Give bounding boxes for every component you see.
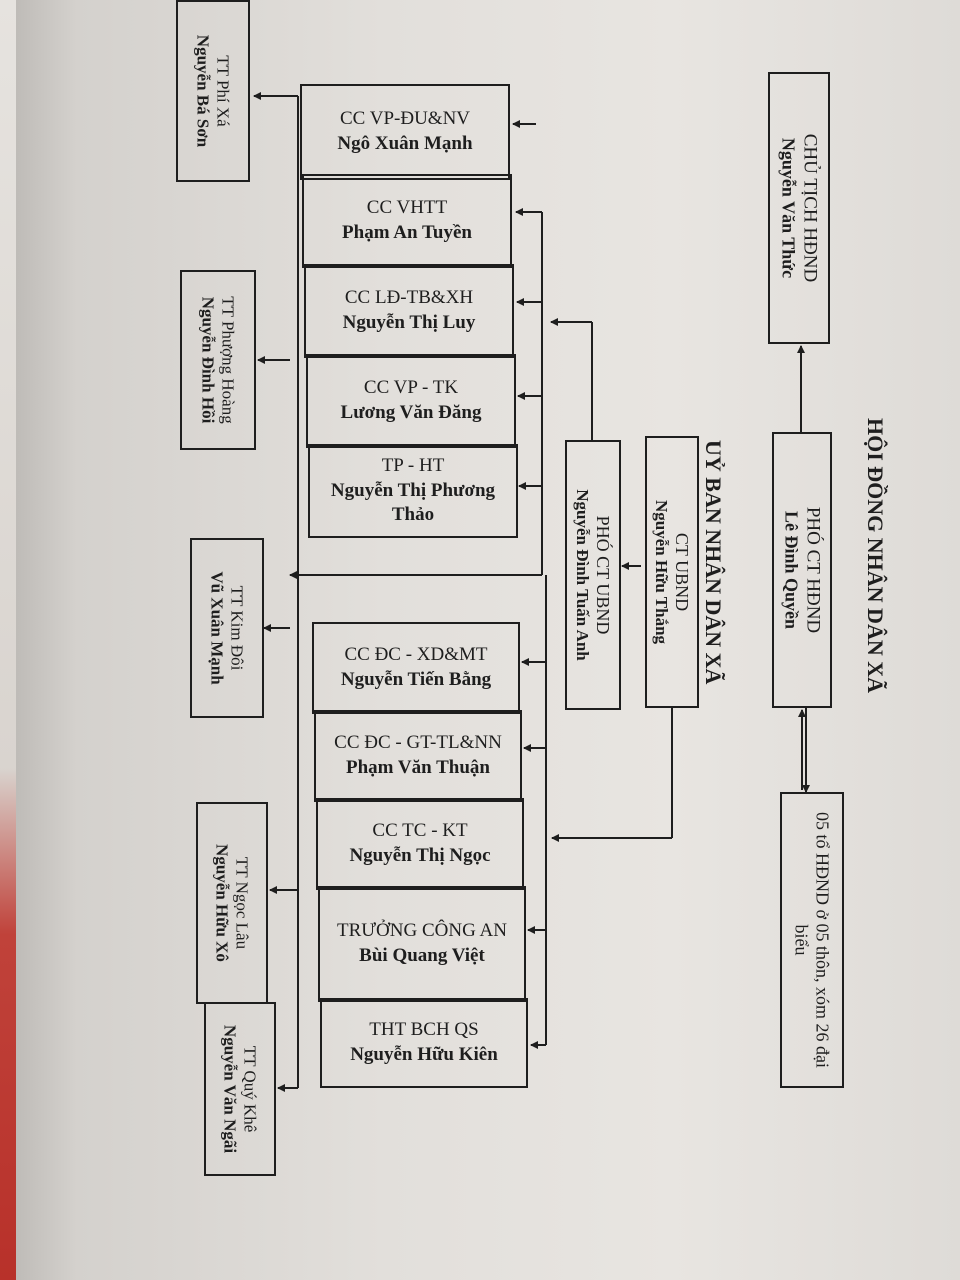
village-name: Nguyễn Bá Sơn xyxy=(194,34,213,148)
committee-heading: UỶ BAN NHÂN DÂN XÃ xyxy=(701,440,726,685)
official-name: Bùi Quang Việt xyxy=(359,945,485,966)
committee-vice-chairman-box: PHÓ CT UBND Nguyễn Đình Tuấn Anh xyxy=(565,440,621,710)
council-chairman-name: Nguyễn Văn Thức xyxy=(778,137,799,279)
page-edge xyxy=(0,0,16,1280)
village-name: Nguyễn Văn Ngãi xyxy=(221,1024,240,1154)
official-title: TP - HT xyxy=(381,454,445,476)
official-name: Nguyễn Thị Ngọc xyxy=(349,845,491,866)
official-title: CC ĐC - GT-TL&NN xyxy=(334,732,502,754)
official-card: CC LĐ-TB&XH Nguyễn Thị Luy xyxy=(304,264,514,358)
official-card: CC VP-ĐU&NV Ngô Xuân Mạnh xyxy=(300,84,510,180)
official-title: CC VHTT xyxy=(366,197,448,219)
council-vice-chairman-box: PHÓ CT HĐND Lê Đình Quyền xyxy=(772,432,832,708)
official-title: THT BCH QS xyxy=(369,1019,479,1041)
council-groups-text: 05 tổ HĐND ở 05 thôn, xóm 26 đại biểu xyxy=(792,811,833,1068)
council-vice-chairman-title: PHÓ CT HĐND xyxy=(802,506,824,634)
village-kim-doi-box: TT Kim Đôi Vũ Xuân Mạnh xyxy=(190,538,264,718)
official-name: Phạm An Tuyền xyxy=(342,222,472,243)
official-card: CC VP - TK Lương Văn Đăng xyxy=(306,354,516,448)
official-title: CC VP - TK xyxy=(363,377,459,399)
council-chairman-box: CHỦ TỊCH HĐND Nguyễn Văn Thức xyxy=(768,72,830,344)
official-card: THT BCH QS Nguyễn Hữu Kiên xyxy=(320,998,528,1088)
official-name: Phạm Văn Thuận xyxy=(346,757,490,778)
village-name: Nguyễn Hữu Xô xyxy=(213,844,232,962)
official-name: Nguyễn Tiến Bằng xyxy=(340,669,492,690)
committee-vice-chairman-title: PHÓ CT UBND xyxy=(593,515,614,635)
committee-chairman-box: CT UBND Nguyễn Hữu Thắng xyxy=(645,436,699,708)
official-name: Nguyễn Thị Phương Thảo xyxy=(330,479,496,526)
village-quy-khe-box: TT Quý Khê Nguyễn Văn Ngãi xyxy=(204,1002,276,1176)
official-name: Lương Văn Đăng xyxy=(340,402,482,423)
official-card: TP - HT Nguyễn Thị Phương Thảo xyxy=(308,444,518,538)
village-title: TT Phượng Hoàng xyxy=(218,296,238,424)
official-card: TRƯỞNG CÔNG AN Bùi Quang Việt xyxy=(318,886,526,1002)
committee-chairman-title: CT UBND xyxy=(672,532,693,612)
village-title: TT Ngọc Lâu xyxy=(232,856,252,950)
official-title: TRƯỞNG CÔNG AN xyxy=(337,920,507,942)
village-name: Nguyễn Đình Hồi xyxy=(199,296,218,424)
village-title: TT Quý Khê xyxy=(240,1045,260,1133)
official-title: CC ĐC - XD&MT xyxy=(344,644,488,666)
council-chairman-title: CHỦ TỊCH HĐND xyxy=(799,133,821,283)
village-name: Vũ Xuân Mạnh xyxy=(208,571,227,685)
official-card: CC ĐC - XD&MT Nguyễn Tiến Bằng xyxy=(312,622,520,714)
village-ngoc-lau-box: TT Ngọc Lâu Nguyễn Hữu Xô xyxy=(196,802,268,1004)
village-phuong-hoang-box: TT Phượng Hoàng Nguyễn Đình Hồi xyxy=(180,270,256,450)
official-title: CC TC - KT xyxy=(372,820,468,842)
committee-vice-chairman-name: Nguyễn Đình Tuấn Anh xyxy=(573,489,593,661)
official-name: Nguyễn Hữu Kiên xyxy=(350,1044,498,1065)
official-name: Ngô Xuân Mạnh xyxy=(337,133,473,154)
official-card: CC ĐC - GT-TL&NN Phạm Văn Thuận xyxy=(314,710,522,802)
committee-chairman-name: Nguyễn Hữu Thắng xyxy=(652,499,672,645)
official-card: CC VHTT Phạm An Tuyền xyxy=(302,174,512,268)
council-groups-box: 05 tổ HĐND ở 05 thôn, xóm 26 đại biểu xyxy=(780,792,844,1088)
official-card: CC TC - KT Nguyễn Thị Ngọc xyxy=(316,798,524,890)
official-name: Nguyễn Thị Luy xyxy=(342,312,476,333)
council-heading: HỘI ĐỒNG NHÂN DÂN XÃ xyxy=(863,418,888,693)
village-title: TT Kim Đôi xyxy=(227,585,247,671)
village-phi-xa-box: TT Phí Xá Nguyễn Bá Sơn xyxy=(176,0,250,182)
official-title: CC VP-ĐU&NV xyxy=(339,108,471,130)
official-title: CC LĐ-TB&XH xyxy=(344,287,474,309)
council-vice-chairman-name: Lê Đình Quyền xyxy=(781,510,802,630)
village-title: TT Phí Xá xyxy=(213,55,233,127)
